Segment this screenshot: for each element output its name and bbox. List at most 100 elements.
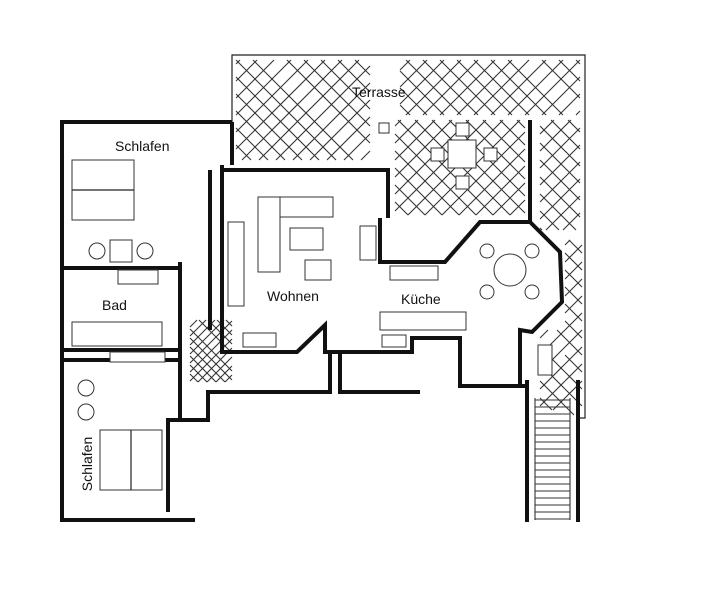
hatch-line (189, 337, 233, 381)
hatch-line (235, 59, 326, 150)
hatch-line (564, 346, 583, 365)
hatch-line (215, 365, 233, 383)
hatch-line (439, 59, 496, 116)
hatch-line (394, 119, 436, 161)
hatch-line (499, 119, 526, 146)
hatch-line (539, 193, 577, 231)
hatch-line (539, 363, 566, 390)
hatch-line (189, 373, 199, 383)
hatch-line (539, 176, 581, 218)
hatch-line (564, 303, 583, 322)
hatch-line (539, 380, 566, 407)
hatch-line (564, 286, 583, 305)
hatch-line (189, 338, 233, 382)
hatch-line (235, 59, 241, 65)
hatch-line (394, 119, 453, 178)
hatch-line (509, 199, 526, 216)
hatch-line (564, 252, 583, 271)
hatch-line (564, 312, 583, 331)
hatch-line (422, 59, 479, 116)
hatch-line (550, 119, 581, 150)
hatch-line (224, 374, 233, 383)
hatch-line (189, 319, 225, 355)
hatch-line (456, 59, 513, 116)
hatch-line (235, 59, 309, 133)
hatch-line (441, 131, 526, 216)
hatch-line (206, 356, 233, 383)
hatch-line (458, 148, 526, 216)
hatch-line (189, 320, 233, 364)
hatch-line (394, 184, 426, 216)
hatch-line (475, 165, 526, 216)
hatch-line (539, 119, 572, 152)
hatch-line (235, 110, 286, 161)
hatch-line (545, 195, 581, 231)
room-label-bedroom-bottom: Schlafen (79, 436, 96, 492)
hatch-line (539, 144, 581, 186)
hatch-line (482, 119, 526, 163)
hatch-line (252, 59, 354, 161)
hatch-line (492, 182, 526, 216)
hatch-line (490, 59, 547, 116)
hatch-line (235, 59, 258, 82)
hatch-line (564, 337, 583, 356)
hatch-line (564, 354, 583, 373)
hatch-line (399, 104, 411, 116)
hatch-line (189, 319, 207, 337)
room-label-bedroom-top: Schlafen (115, 138, 170, 154)
hatch-line (564, 329, 583, 348)
hatch-line (539, 329, 549, 339)
hatch-line (309, 99, 371, 161)
hatch-line (394, 167, 443, 216)
hatch-line (539, 178, 581, 220)
hatch-line (564, 363, 583, 382)
hatch-line (360, 150, 371, 161)
hatch-line (235, 59, 337, 161)
hatch-line (292, 82, 371, 161)
hatch-line (539, 125, 581, 167)
hatch-line (399, 87, 428, 116)
hatch-line (524, 59, 581, 116)
hatch-line (394, 119, 487, 212)
walls (60, 54, 586, 522)
hatch-line (575, 110, 581, 116)
hatch-line (303, 59, 371, 127)
hatch-line (405, 59, 462, 116)
hatch-line (562, 212, 581, 231)
hatch-line (507, 59, 564, 116)
terrace-hatching (189, 59, 583, 416)
hatch-line (258, 59, 360, 161)
room-label-terrace: Terrasse (352, 84, 406, 100)
hatch-line (354, 59, 371, 76)
hatch-line (235, 93, 303, 161)
hatch-line (539, 127, 581, 169)
hatch-line (558, 93, 581, 116)
hatch-line (564, 278, 583, 297)
hatch-line (235, 59, 292, 116)
hatch-line (394, 119, 419, 144)
hatch-line (198, 319, 233, 354)
hatch-line (564, 320, 583, 339)
hatch-line (189, 346, 226, 383)
hatch-line (564, 295, 583, 314)
hatch-line (275, 65, 371, 161)
room-label-living: Wohnen (267, 288, 319, 304)
room-label-bath: Bad (100, 297, 129, 313)
hatch-line (286, 59, 371, 144)
hatch-line (326, 116, 371, 161)
hatch-line (539, 142, 581, 184)
hatch-line (539, 161, 581, 203)
hatch-line (568, 239, 583, 254)
hatch-line (564, 244, 583, 263)
hatch-line (539, 227, 543, 231)
hatch-line (539, 210, 560, 231)
hatch-line (189, 319, 198, 328)
hatch-line (241, 59, 343, 161)
hatch-line (235, 59, 275, 99)
hatch-line (394, 150, 460, 216)
hatch-line (320, 59, 371, 110)
hatch-line (564, 239, 571, 246)
hatch-line (189, 329, 233, 373)
hatch-line (539, 159, 581, 201)
